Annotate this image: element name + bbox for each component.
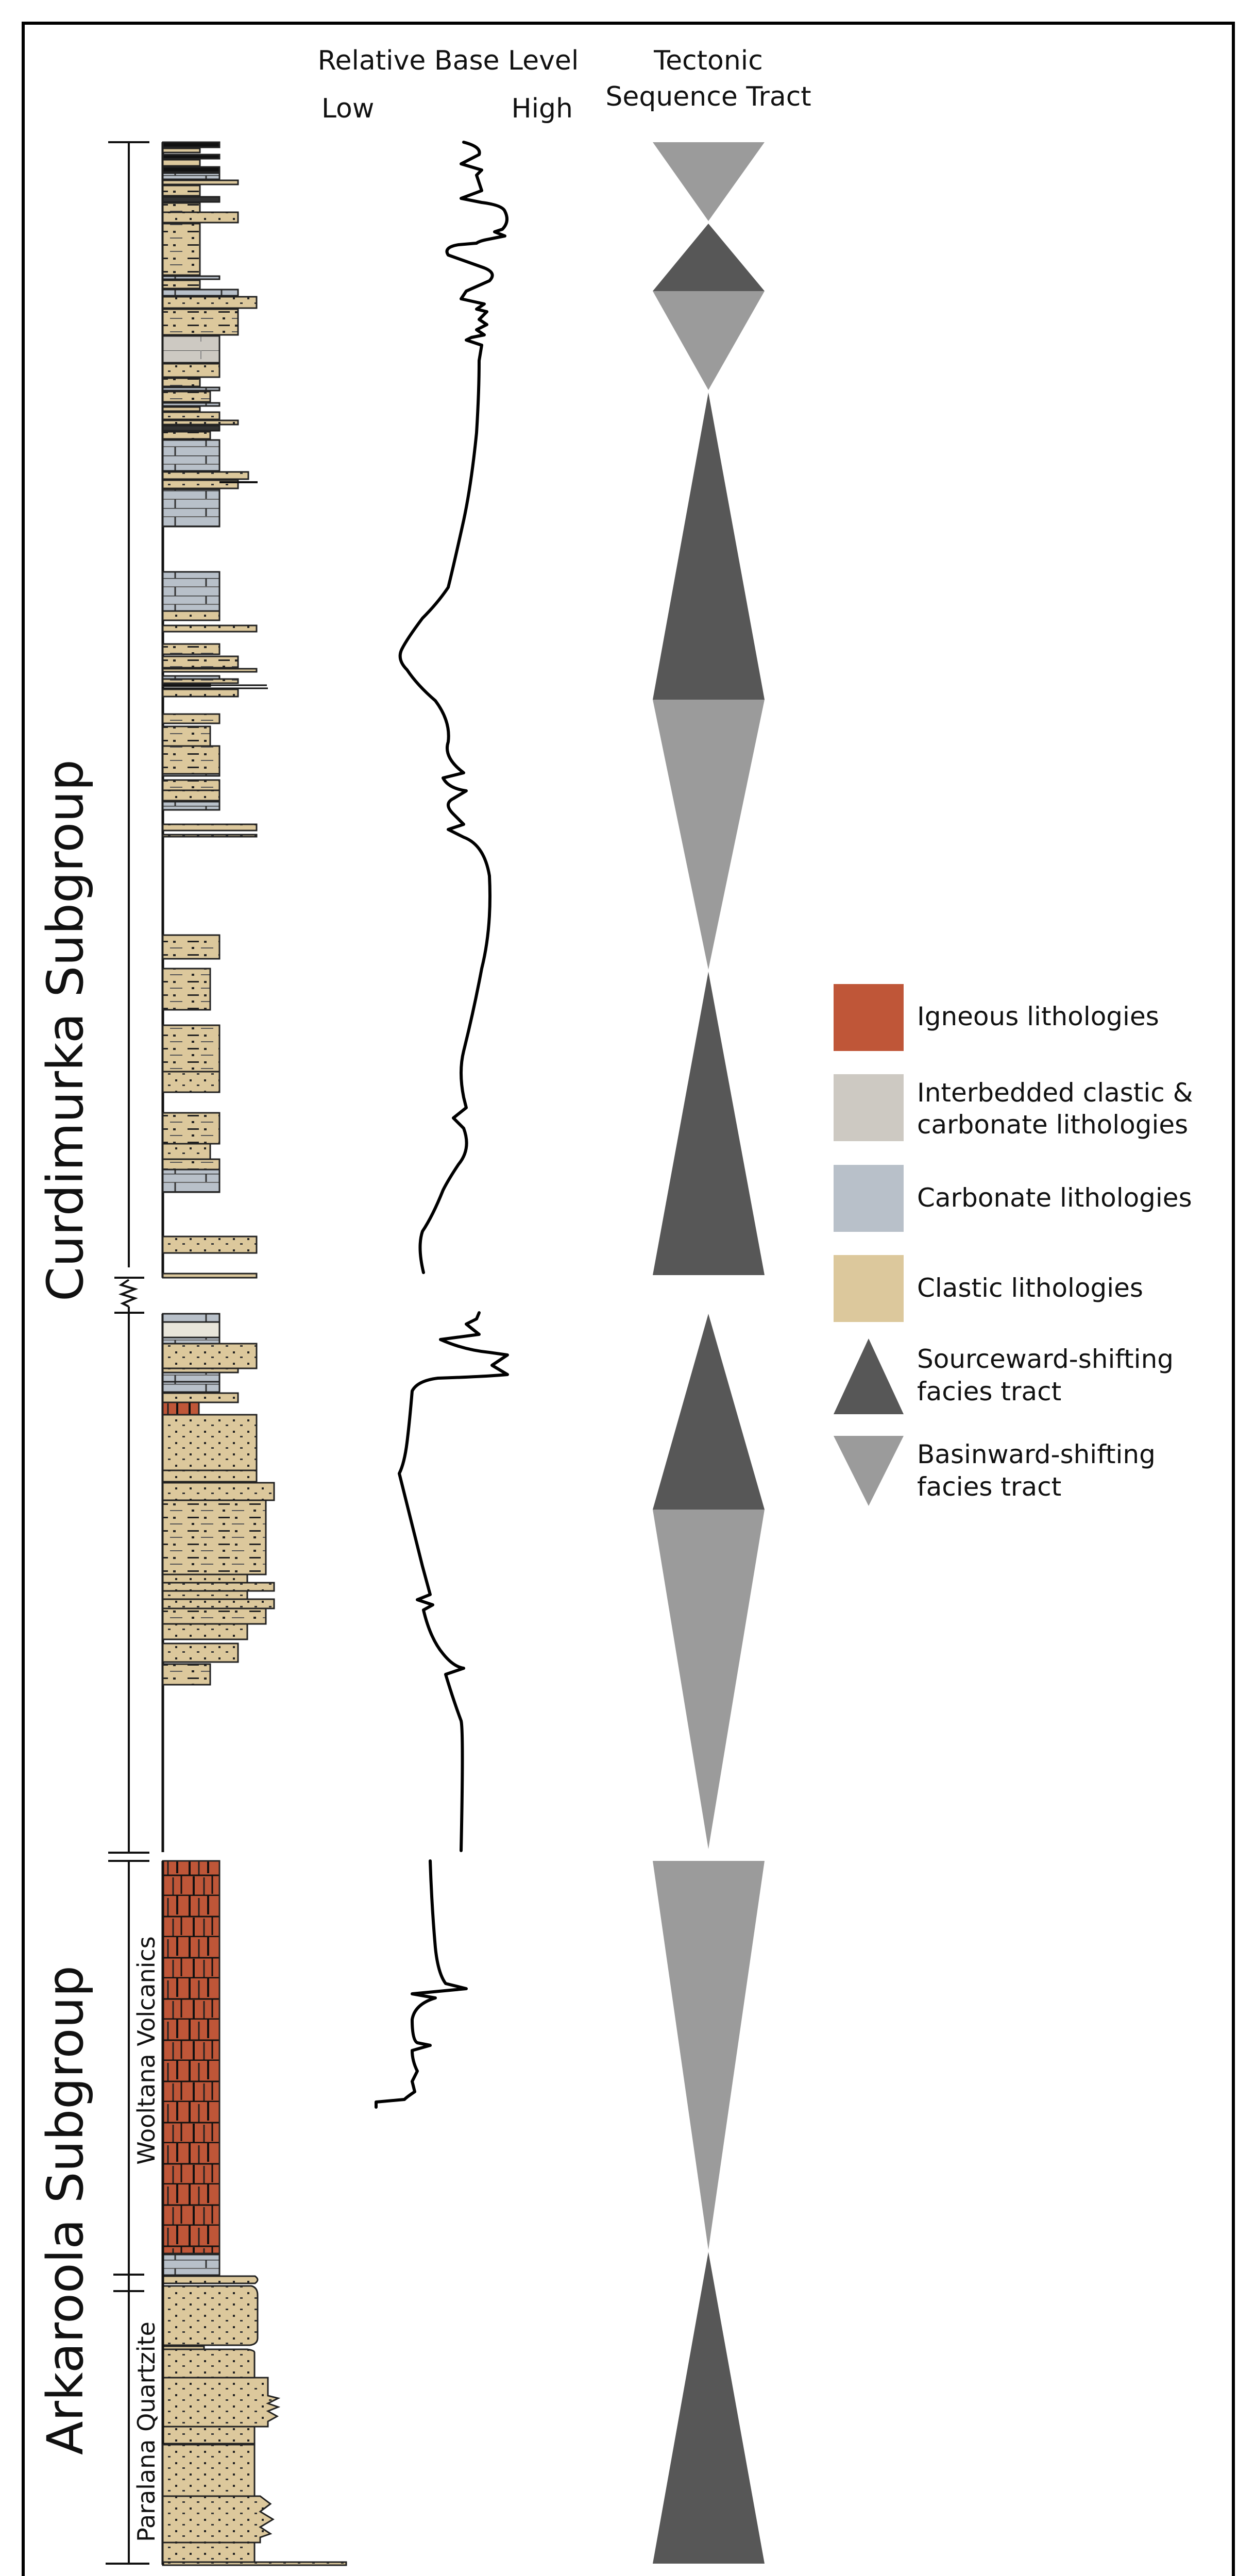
sourceward-triangle-5 bbox=[653, 2252, 765, 2564]
legend-swatch-carbonate bbox=[834, 1165, 904, 1232]
wooltana-volcanics-label: Wooltana Volcanics bbox=[132, 1936, 160, 2165]
unit-range-axis bbox=[106, 141, 149, 2565]
arkaroola-subgroup-label: Arkaroola Subgroup bbox=[37, 1965, 94, 2455]
basinward-triangle-4 bbox=[653, 1510, 765, 1849]
paralana-quartzite-label: Paralana Quartzite bbox=[132, 2321, 160, 2542]
sourceward-triangle-1 bbox=[653, 224, 765, 291]
legend-sourceward-triangle-icon bbox=[834, 1338, 904, 1414]
legend-label-clastic: Clastic lithologies bbox=[917, 1273, 1143, 1303]
sourceward-triangle-4 bbox=[653, 1314, 765, 1510]
legend-label-carbonate: Carbonate lithologies bbox=[917, 1183, 1192, 1213]
tst-title-line1: Tectonic bbox=[653, 45, 763, 76]
sourceward-triangle-3 bbox=[653, 972, 765, 1275]
legend-label-igneous: Igneous lithologies bbox=[917, 1002, 1159, 1031]
paralana-lower-beds bbox=[162, 2444, 275, 2563]
basinward-triangle-1 bbox=[653, 142, 765, 221]
legend-label-interbedded-1: Interbedded clastic & bbox=[917, 1078, 1193, 1108]
tectonic-sequence-tracts bbox=[653, 142, 765, 2564]
legend-label-sourceward-2: facies tract bbox=[917, 1377, 1061, 1406]
base-level-title: Relative Base Level bbox=[318, 45, 579, 76]
basinward-triangle-3 bbox=[653, 700, 765, 970]
curdimurka-subgroup-label: Curdimurka Subgroup bbox=[37, 759, 94, 1301]
legend-swatch-igneous bbox=[834, 984, 904, 1051]
tst-title-line2: Sequence Tract bbox=[605, 81, 811, 112]
lithology-column bbox=[161, 141, 347, 2566]
figure-frame bbox=[22, 22, 1235, 2576]
unconformity-zigzag-icon bbox=[118, 1279, 139, 1308]
legend-label-basinward-2: facies tract bbox=[917, 1472, 1061, 1502]
legend-label-interbedded-2: carbonate lithologies bbox=[917, 1110, 1188, 1140]
sourceward-triangle-2 bbox=[653, 393, 765, 700]
base-level-high-label: High bbox=[511, 93, 573, 124]
relative-base-level-curve bbox=[375, 141, 509, 2109]
legend: Igneous lithologies Interbedded clastic … bbox=[834, 984, 1193, 1506]
legend-label-basinward-1: Basinward-shifting bbox=[917, 1439, 1156, 1469]
base-level-low-label: Low bbox=[321, 93, 374, 124]
basinward-triangle-2 bbox=[653, 291, 765, 390]
legend-swatch-interbedded bbox=[834, 1074, 904, 1141]
legend-label-sourceward-1: Sourceward-shifting bbox=[917, 1344, 1174, 1374]
legend-basinward-triangle-icon bbox=[834, 1436, 904, 1506]
legend-swatch-clastic bbox=[834, 1255, 904, 1322]
basinward-triangle-5 bbox=[653, 1861, 765, 2250]
